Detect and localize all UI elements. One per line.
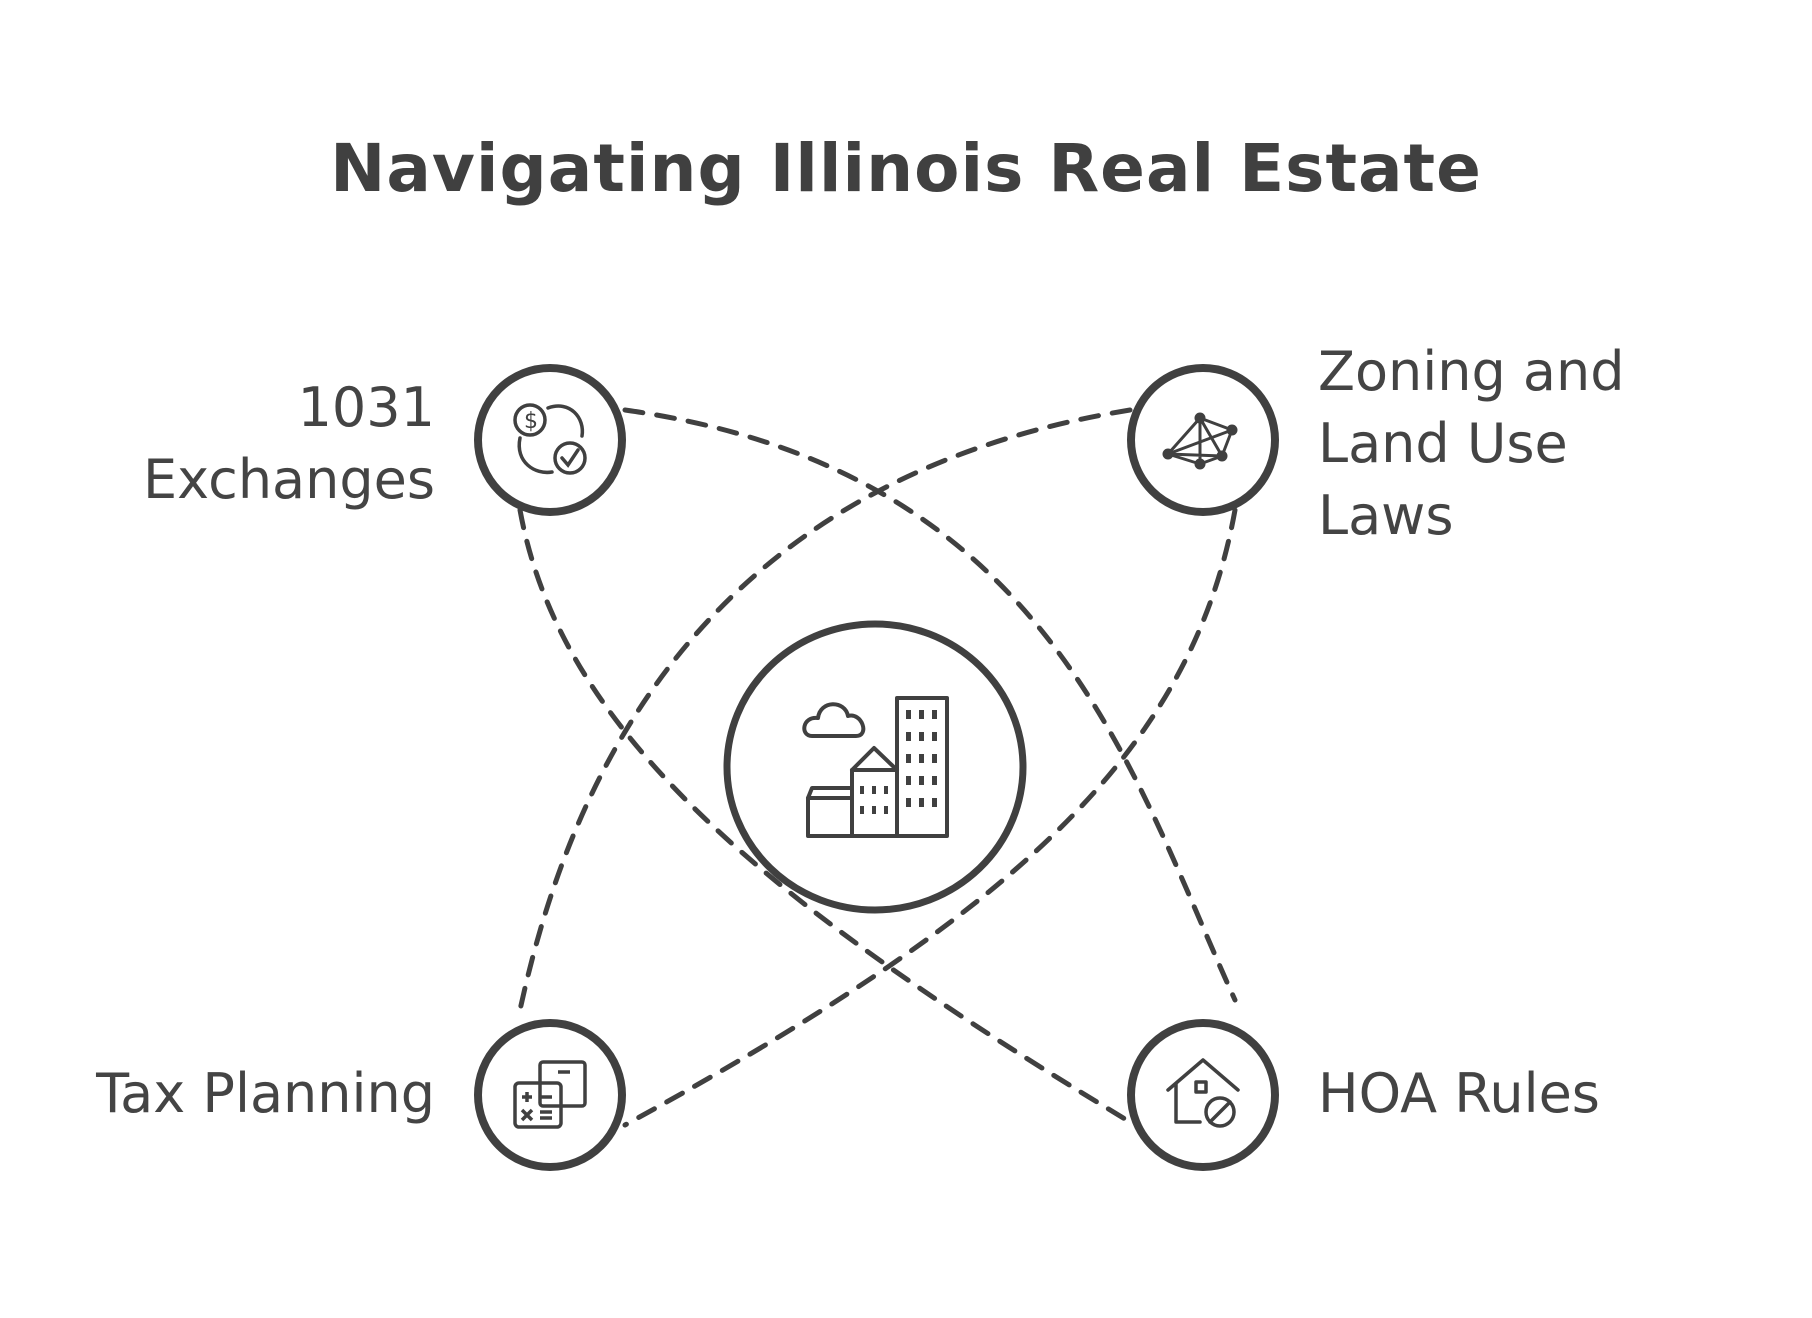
node-tax-planning — [474, 1019, 626, 1171]
label-line: Exchanges — [143, 448, 435, 511]
node-1031-exchanges: $ — [474, 364, 626, 516]
label-line: Laws — [1318, 484, 1454, 547]
center-node — [723, 620, 1027, 914]
connector-zoning-to-hoa — [622, 507, 1238, 1128]
connector-exchanges-to-hoa — [622, 407, 1238, 1003]
label-line: Land Use — [1318, 412, 1568, 475]
network-map-icon — [1162, 412, 1238, 470]
label-line: 1031 — [297, 376, 435, 439]
house-restricted-icon — [1166, 1058, 1240, 1128]
label-line: HOA Rules — [1318, 1062, 1600, 1125]
label-line: Zoning and — [1318, 340, 1625, 403]
label-1031-exchanges: 1031 Exchanges — [100, 372, 435, 516]
label-tax-planning: Tax Planning — [20, 1058, 435, 1130]
node-zoning-land-use — [1127, 364, 1279, 516]
city-buildings-icon — [802, 696, 949, 838]
page-title: Navigating Illinois Real Estate — [330, 130, 1482, 207]
connector-exchanges-to-tax — [517, 507, 1138, 1128]
node-hoa-rules — [1127, 1019, 1279, 1171]
money-exchange-icon: $ — [513, 403, 587, 475]
tower-windows — [860, 710, 937, 814]
calculator-icon — [513, 1060, 587, 1129]
connector-zoning-to-tax — [517, 407, 1133, 1013]
label-hoa-rules: HOA Rules — [1318, 1058, 1738, 1130]
label-zoning-land-use: Zoning and Land Use Laws — [1318, 336, 1738, 552]
svg-text:$: $ — [524, 409, 538, 434]
label-line: Tax Planning — [96, 1062, 435, 1125]
